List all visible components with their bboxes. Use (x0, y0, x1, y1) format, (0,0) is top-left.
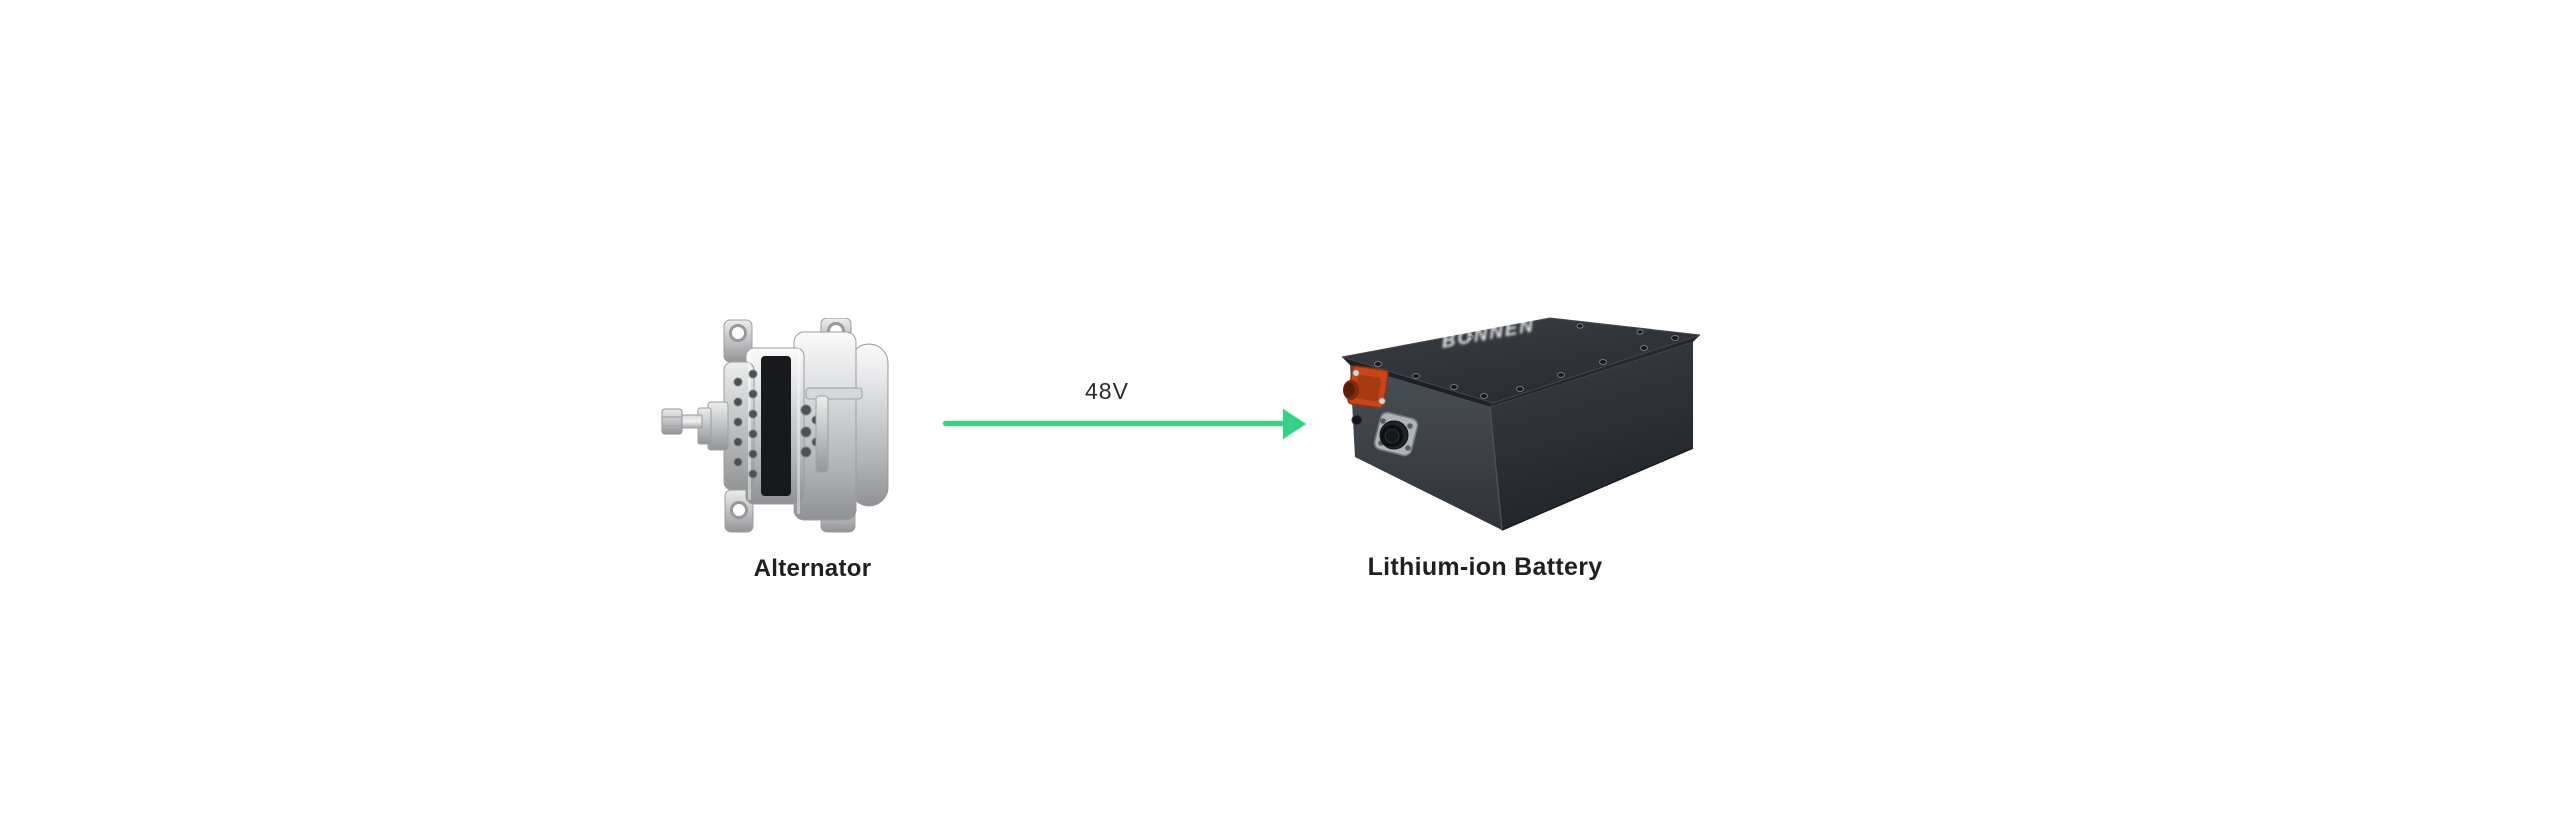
alternator-bracket (805, 387, 863, 473)
battery-round-connector (1373, 411, 1419, 457)
arrow-line (943, 421, 1284, 426)
battery-box (1341, 317, 1701, 531)
battery-label: Lithium-ion Battery (1367, 553, 1603, 581)
battery-power-connector (1343, 365, 1389, 409)
alternator-image (658, 318, 893, 533)
battery-svg (1341, 317, 1701, 531)
flow-voltage-label: 48V (1085, 378, 1129, 404)
battery-image: BONNEN (1330, 310, 1710, 540)
arrow-head-icon (1283, 409, 1306, 439)
alternator-svg (661, 318, 889, 533)
alternator-label: Alternator (753, 555, 872, 582)
alternator-rotor-band (761, 356, 791, 496)
battery-screws (1374, 323, 1679, 399)
alternator-body (723, 331, 889, 521)
battery-knob (1351, 414, 1363, 426)
alternator-shaft (661, 401, 729, 451)
